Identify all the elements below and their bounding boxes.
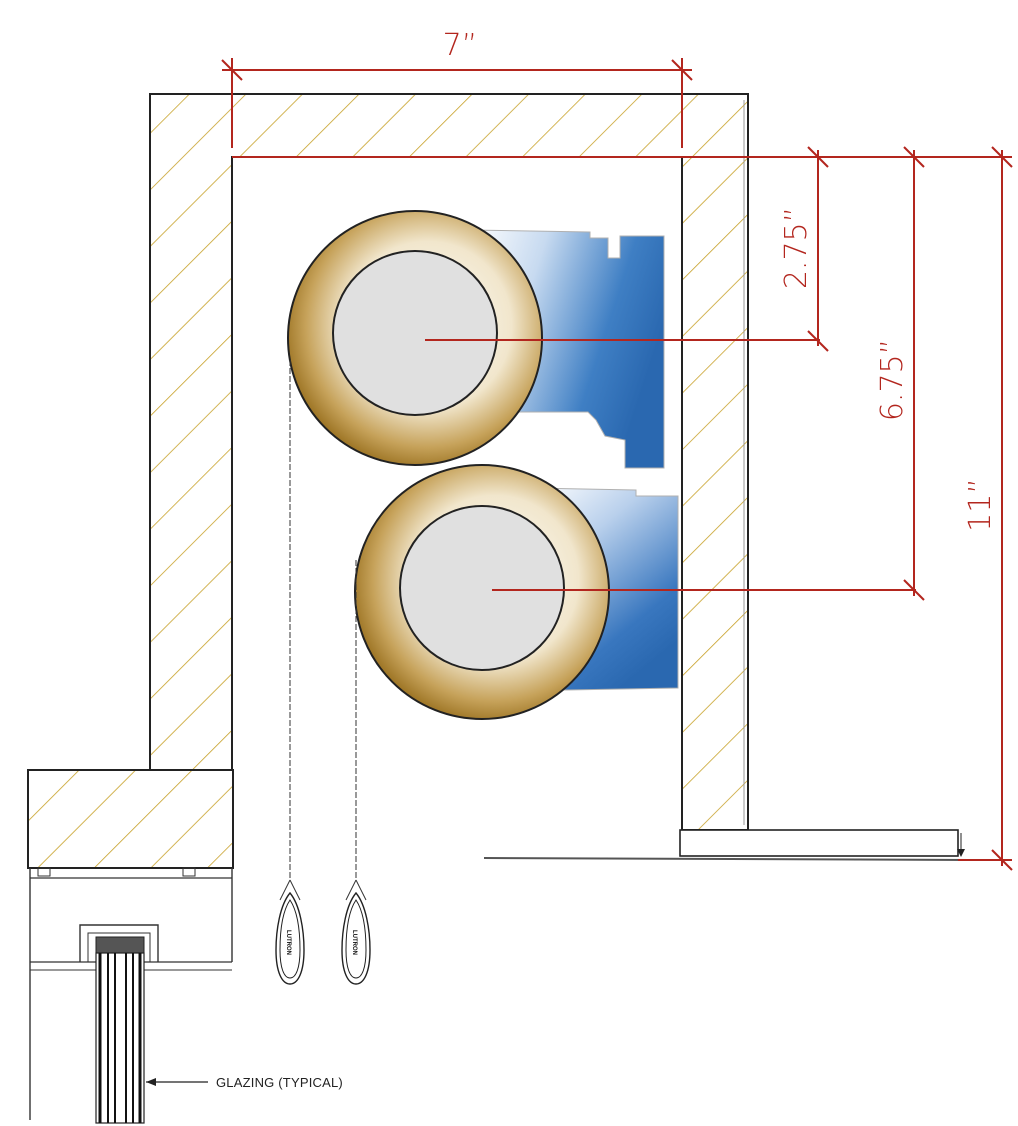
dim-width-tick-left [221, 59, 243, 81]
dim-height-label: 11” [963, 478, 998, 532]
window-header-block [27, 769, 234, 869]
glazing-leader [146, 1078, 208, 1086]
glazing-panes [95, 952, 145, 1124]
lower-roller-tube [399, 505, 565, 671]
wand-handle-1: LUTRON [275, 891, 305, 985]
dim-height-tick-top [991, 146, 1013, 168]
pocket-closure-strip [679, 829, 959, 857]
upper-roller-tube [332, 250, 498, 416]
glazing-note: GLAZING (TYPICAL) [216, 1075, 343, 1090]
wand-2-logo: LUTRON [351, 930, 357, 955]
dim-offset1-tick-top [807, 146, 829, 168]
dim-width-label: 7” [443, 28, 478, 63]
window-frame [29, 867, 233, 1120]
dim-offset1-label: 2.75” [779, 207, 814, 289]
wand-handle-2: LUTRON [341, 891, 371, 985]
wand-cord-1-loop [279, 879, 301, 901]
wand-1-logo: LUTRON [285, 930, 291, 955]
dim-offset2-tick-top [903, 146, 925, 168]
wand-cord-2-loop [345, 879, 367, 901]
dim-offset2-label: 6.75” [875, 339, 910, 421]
closure-arrow-head [957, 849, 965, 857]
dim-width-tick-right [671, 59, 693, 81]
ceiling-line [483, 857, 971, 861]
